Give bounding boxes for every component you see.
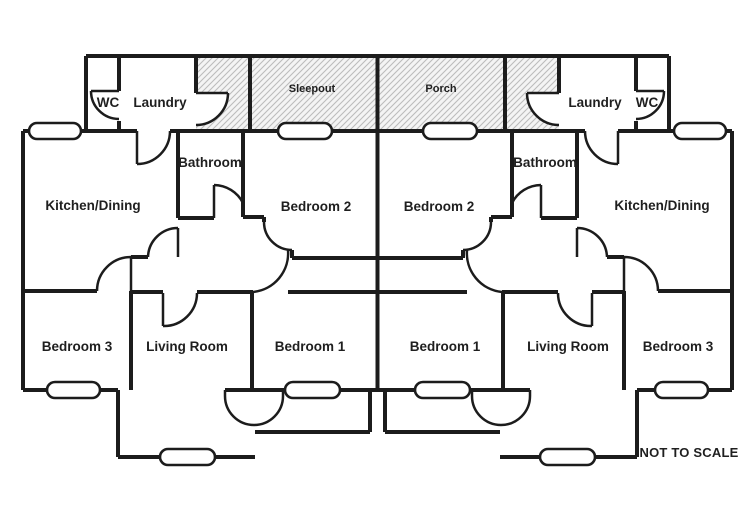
room-label-sleepout: Sleepout (289, 83, 336, 95)
room-label-kitchen-right: Kitchen/Dining (614, 198, 709, 213)
room-labels: Sleepout Porch WC Laundry WC Laundry Bat… (42, 83, 739, 460)
room-label-laundry-left: Laundry (133, 95, 187, 110)
room-label-laundry-right: Laundry (568, 95, 622, 110)
room-label-living-left: Living Room (146, 339, 228, 354)
not-to-scale-note: NOT TO SCALE (640, 445, 739, 460)
room-label-bedroom2-right: Bedroom 2 (404, 199, 475, 214)
room-label-bedroom1-left: Bedroom 1 (275, 339, 346, 354)
room-label-bedroom1-right: Bedroom 1 (410, 339, 481, 354)
room-label-bathroom-left: Bathroom (178, 155, 242, 170)
room-label-kitchen-left: Kitchen/Dining (45, 198, 140, 213)
room-label-living-right: Living Room (527, 339, 609, 354)
room-label-bedroom2-left: Bedroom 2 (281, 199, 352, 214)
room-label-bedroom3-right: Bedroom 3 (643, 339, 714, 354)
room-label-bathroom-right: Bathroom (513, 155, 577, 170)
porch-area (377, 56, 505, 131)
room-label-bedroom3-left: Bedroom 3 (42, 339, 113, 354)
room-label-porch: Porch (425, 83, 456, 95)
room-label-wc-left: WC (97, 95, 120, 110)
sleepout-area (250, 56, 378, 131)
hatched-areas (196, 56, 559, 131)
room-label-wc-right: WC (636, 95, 659, 110)
